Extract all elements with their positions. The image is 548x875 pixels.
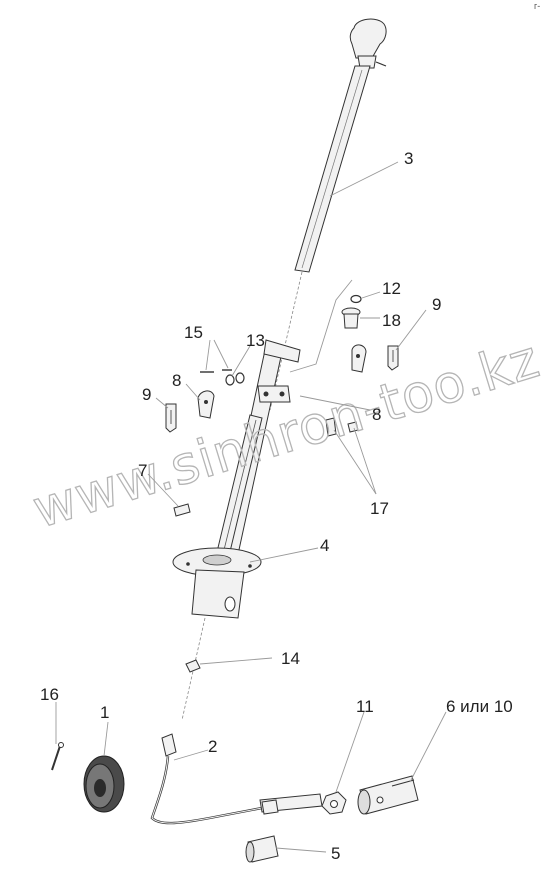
callout-15: 15 — [184, 323, 203, 342]
callout-14: 14 — [281, 649, 300, 668]
callout-18: 18 — [382, 311, 401, 330]
part-1-wheel — [83, 755, 125, 813]
part-6-fork-end — [357, 775, 419, 815]
part-12-ring — [350, 294, 362, 304]
part-9-clip-left — [165, 403, 177, 433]
part-11-nut — [321, 791, 347, 815]
callout-9-left: 9 — [142, 385, 151, 404]
callout-8-left: 8 — [172, 371, 181, 390]
callout-12: 12 — [382, 279, 401, 298]
part-16-cotter-pin — [51, 742, 64, 771]
callout-1: 1 — [100, 703, 109, 722]
part-17-pins — [325, 417, 359, 437]
part-18-bushing — [341, 307, 361, 329]
part-15-pins — [200, 369, 232, 373]
part-4-column-tube — [172, 339, 301, 721]
watermark-text: www.sinhron-too.kz — [26, 329, 546, 540]
part-8-bracket-right — [351, 344, 367, 373]
callout-6-or-10: 6 или 10 — [446, 697, 513, 716]
part-8-bracket-left — [197, 390, 215, 419]
callout-17: 17 — [370, 499, 389, 518]
leader-lines — [55, 161, 447, 853]
part-7-pin — [173, 503, 191, 517]
part-3-lever-rod — [269, 18, 387, 411]
callout-8-right: 8 — [372, 405, 381, 424]
callout-7: 7 — [138, 461, 147, 480]
callout-2: 2 — [208, 737, 217, 756]
callout-4: 4 — [320, 536, 329, 555]
callout-9-right: 9 — [432, 295, 441, 314]
corner-mark: г- — [534, 1, 540, 11]
callout-3: 3 — [404, 149, 413, 168]
callout-labels: 3 4 14 2 5 6 или 10 11 16 1 7 8 9 15 13 … — [40, 149, 513, 863]
callout-5: 5 — [331, 844, 340, 863]
part-5-cap — [245, 835, 279, 863]
callout-11: 11 — [356, 697, 374, 716]
callout-13: 13 — [246, 331, 265, 350]
callout-16: 16 — [40, 685, 59, 704]
part-2-cable — [150, 733, 323, 825]
part-9-clip-right — [387, 345, 399, 371]
part-13-washers — [225, 372, 245, 386]
part-14-pin — [185, 659, 201, 673]
